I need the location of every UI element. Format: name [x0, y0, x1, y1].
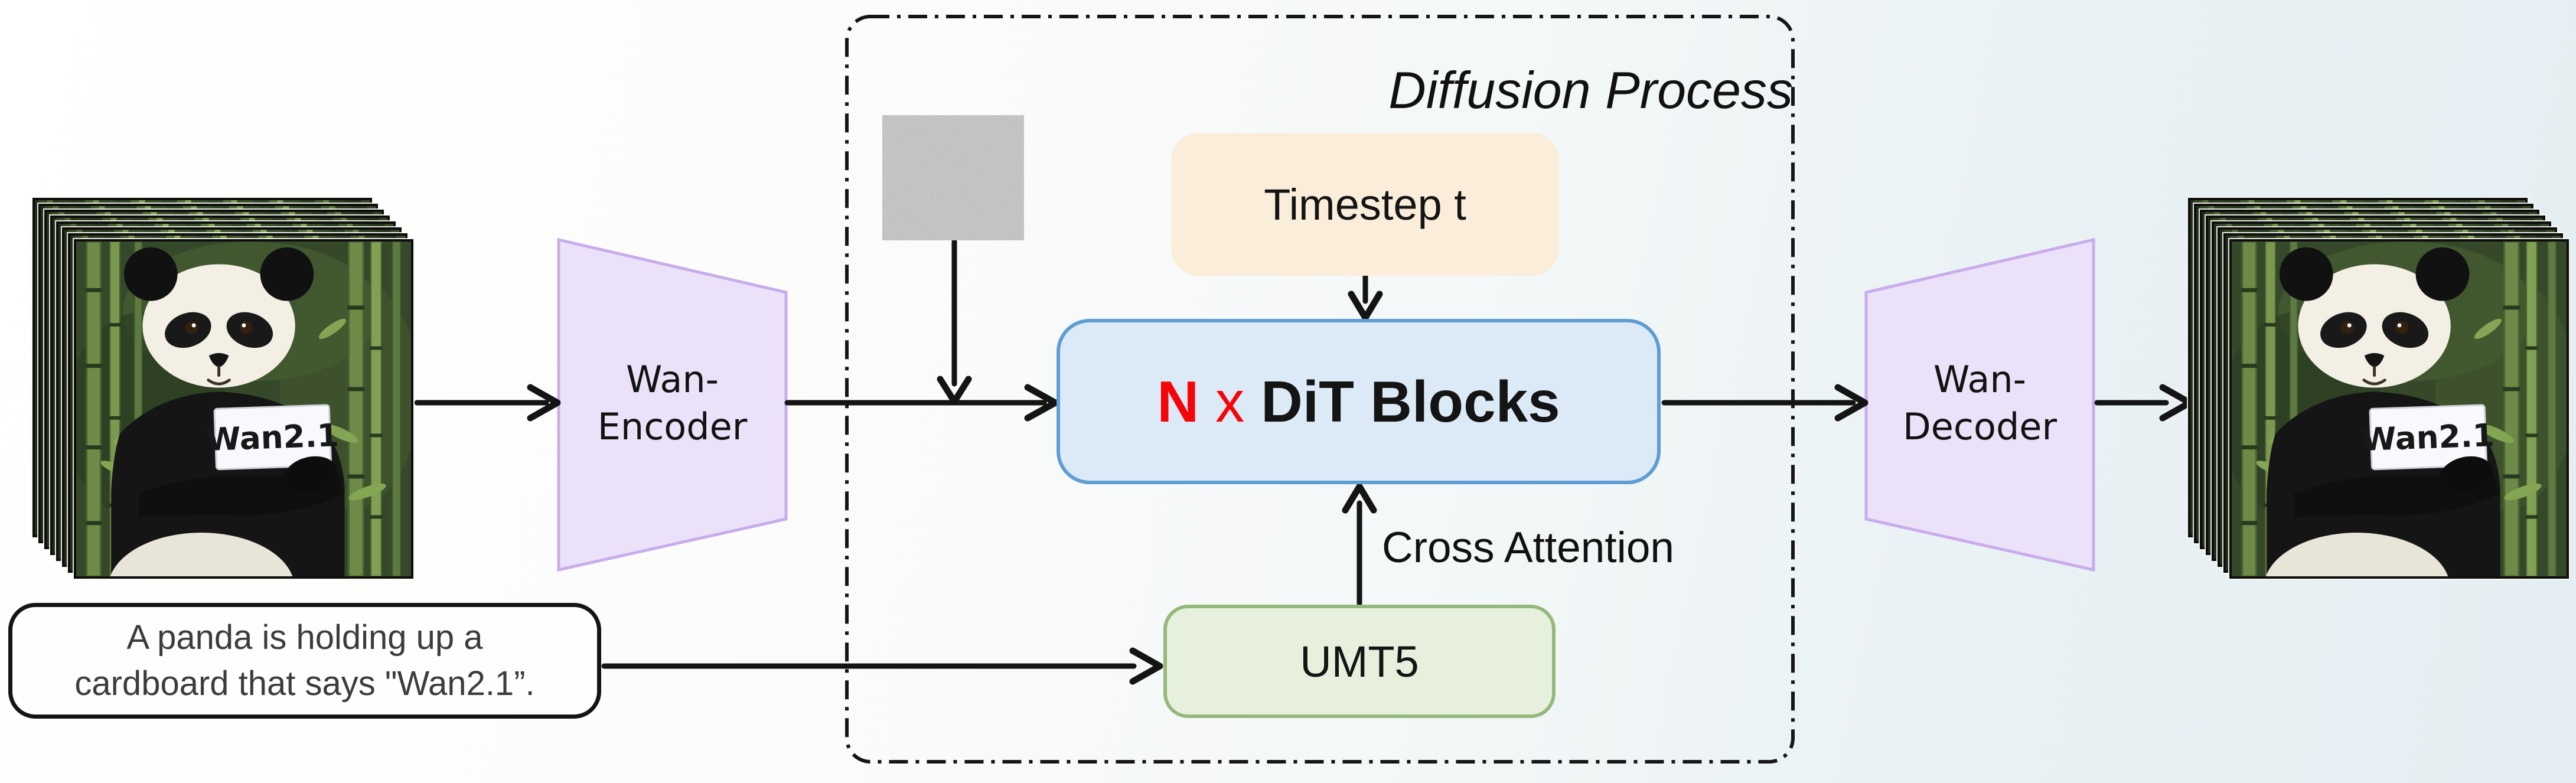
prompt-line1: A panda is holding up a	[126, 618, 483, 657]
dit-blocks-label: DiT Blocks	[1261, 368, 1560, 434]
prompt-line2: cardboard that says "Wan2.1”.	[74, 664, 535, 703]
panda-illustration: Wan2.1	[2232, 242, 2567, 576]
wan-decoder-label-line1: Wan-	[1933, 358, 2026, 402]
wan-encoder-shape	[557, 237, 788, 572]
wan-encoder-label-line2: Encoder	[597, 404, 748, 448]
noise-patch-icon	[882, 115, 1024, 240]
timestep-label: Timestep t	[1264, 180, 1466, 229]
arrow-dit-to-decoder	[1661, 384, 1869, 422]
panda-sign: Wan2.1	[2361, 404, 2495, 471]
arrow-prompt-to-umt5	[601, 647, 1163, 685]
prompt-bubble: A panda is holding up a cardboard that s…	[8, 603, 601, 719]
dit-n-label: N	[1157, 368, 1199, 434]
wan-decoder-label-line2: Decoder	[1903, 404, 2057, 448]
panda-figure: Wan2.1	[2265, 247, 2500, 576]
wan-encoder-label: Wan- Encoder	[559, 319, 786, 487]
panda-sign-text: Wan2.1	[206, 417, 340, 458]
arrow-input-to-encoder	[414, 384, 561, 422]
wan-decoder-label: Wan- Decoder	[1866, 319, 2094, 487]
dit-times-label: x	[1215, 368, 1245, 434]
video-frame-front: Wan2.1	[74, 239, 413, 579]
arrow-decoder-to-output	[2094, 384, 2193, 422]
video-frame-front: Wan2.1	[2229, 239, 2569, 579]
cross-attention-label: Cross Attention	[1382, 524, 1675, 572]
panda-sign: Wan2.1	[206, 404, 340, 471]
arrow-umt5-to-dit-cross-attention	[1342, 483, 1377, 606]
panda-figure: Wan2.1	[110, 247, 345, 576]
dit-blocks-box: N x DiT Blocks	[1057, 319, 1661, 484]
umt5-label: UMT5	[1300, 637, 1419, 686]
wan-decoder-shape	[1864, 237, 2095, 572]
diffusion-process-boundary	[845, 15, 1795, 764]
umt5-box: UMT5	[1163, 605, 1556, 718]
panda-illustration: Wan2.1	[76, 242, 411, 576]
panda-sign-text: Wan2.1	[2361, 417, 2495, 458]
timestep-box: Timestep t	[1171, 133, 1559, 276]
arrow-encoder-to-dit	[784, 384, 1059, 422]
arrow-timestep-to-dit	[1348, 273, 1383, 321]
arrow-noise-to-junction	[937, 239, 972, 405]
diffusion-process-title: Diffusion Process	[1388, 61, 1793, 119]
wan-encoder-label-line1: Wan-	[626, 358, 719, 402]
